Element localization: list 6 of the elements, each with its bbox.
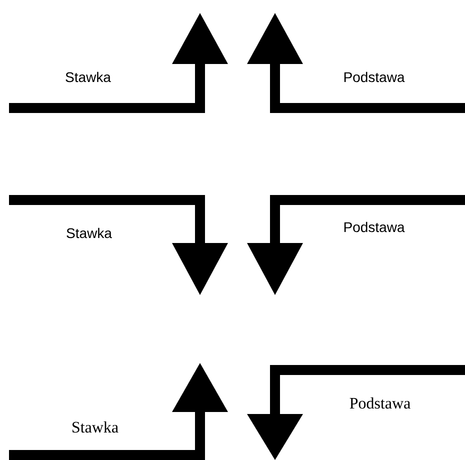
arrow-label: Podstawa [344,72,405,82]
arrow-label: Podstawa [350,397,410,409]
arrow-label: Podstawa [344,222,405,232]
arrow-label: Stawka [72,421,118,433]
arrow-label: Stawka [66,228,112,238]
arrow-label: Stawka [66,72,111,82]
